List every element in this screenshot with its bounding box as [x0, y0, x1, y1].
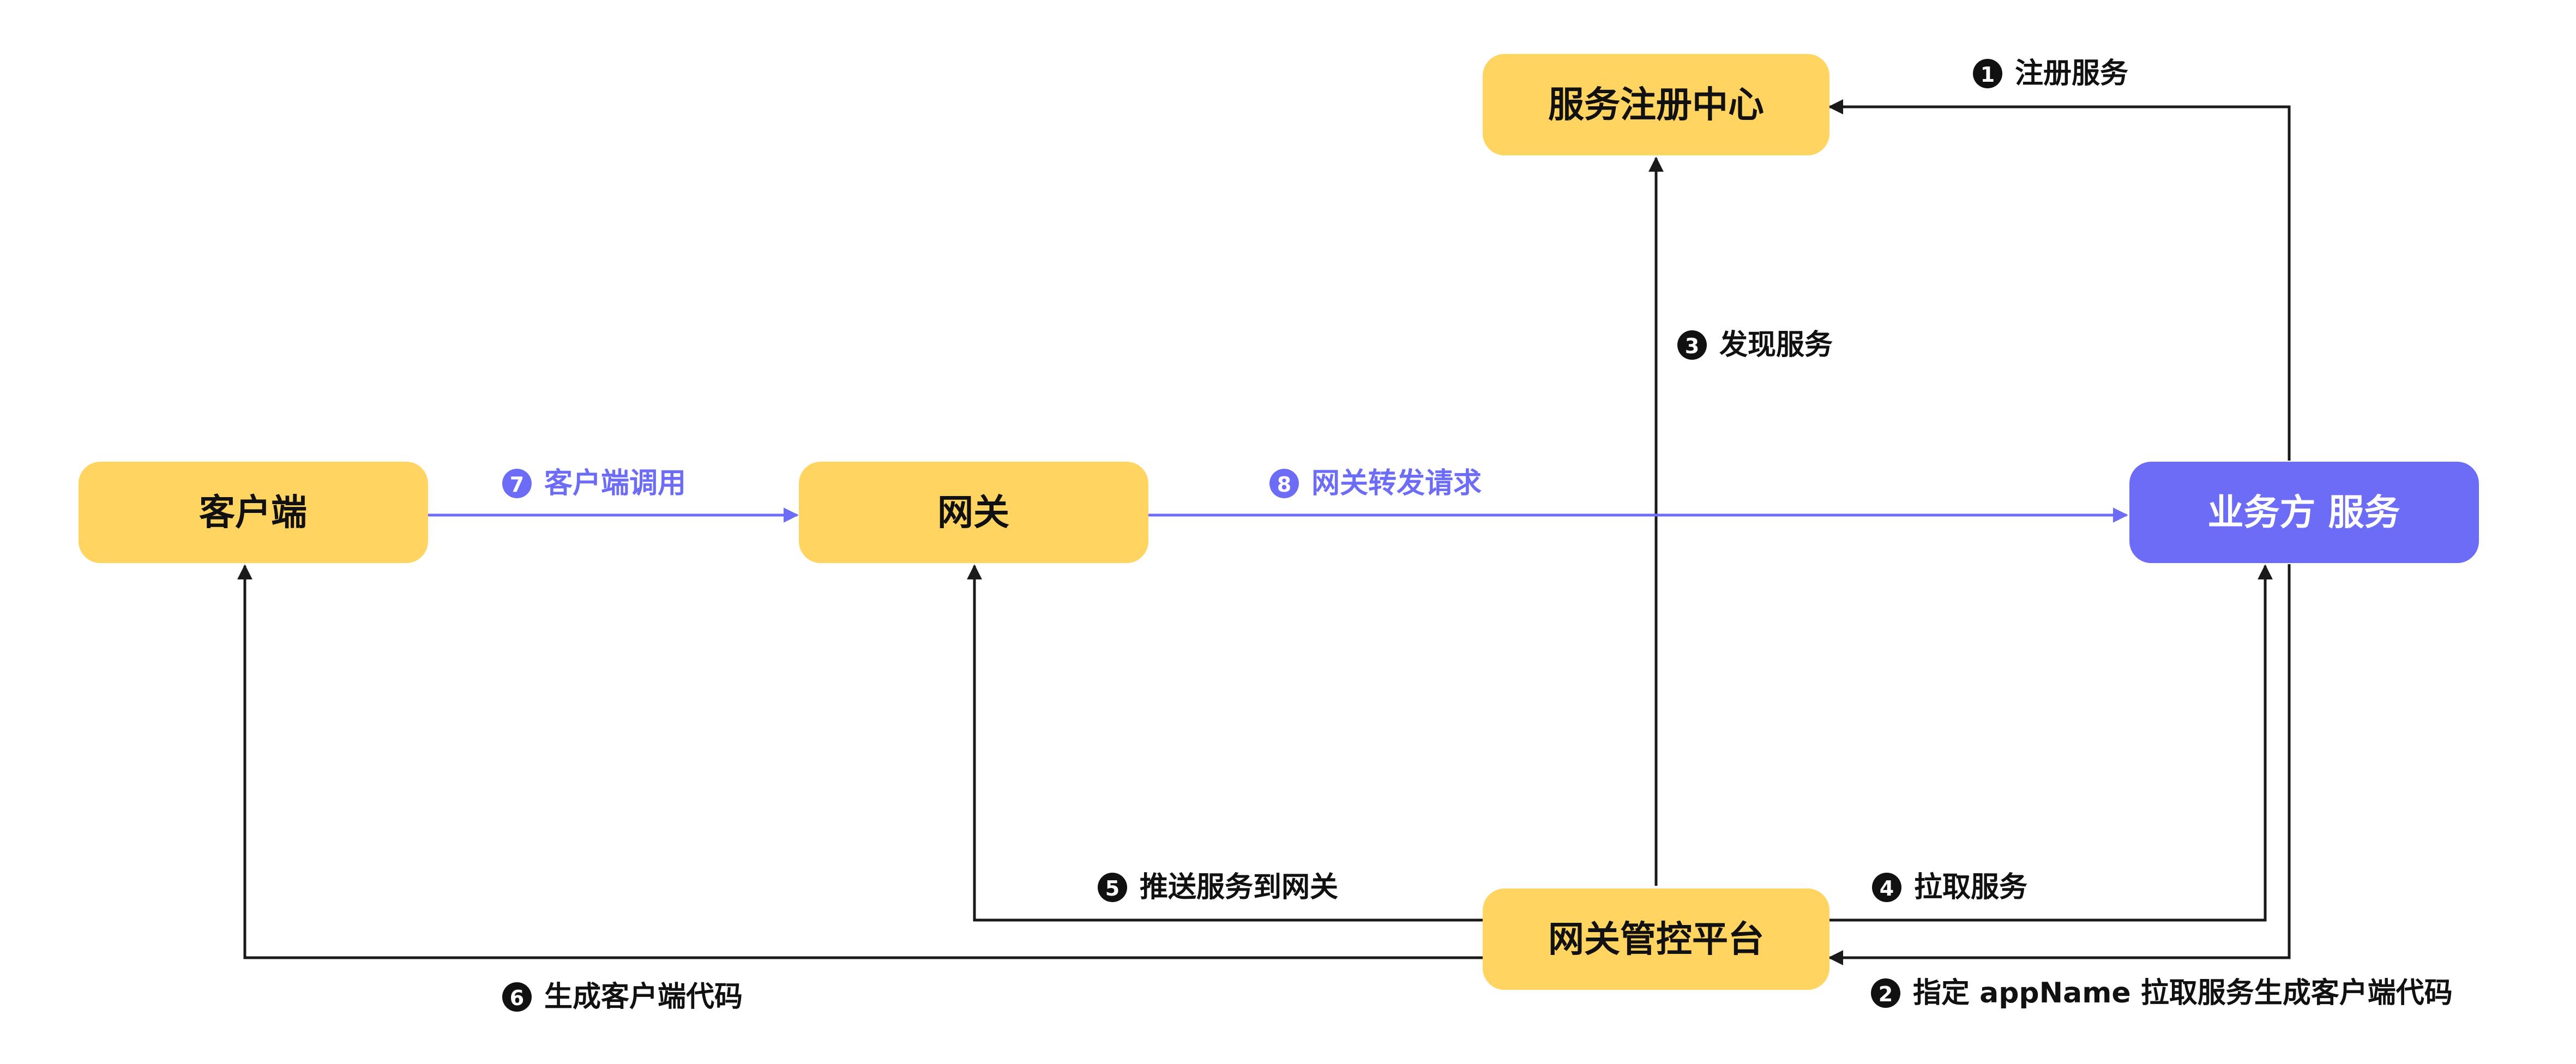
step-2-number: 2: [1879, 982, 1893, 1006]
step-4-label: 4 拉取服务: [1872, 871, 2027, 904]
step-7-label: 7 客户端调用: [502, 467, 686, 500]
edge-generate-client-code: [237, 564, 1483, 959]
step-5-number: 5: [1105, 876, 1120, 900]
step-1-text: 注册服务: [2015, 57, 2128, 90]
step-2-label: 2 指定 appName 拉取服务生成客户端代码: [1871, 977, 2453, 1009]
node-client: 客户端: [79, 462, 428, 563]
step-2-badge: [1871, 978, 1900, 1008]
step-3-number: 3: [1685, 334, 1699, 358]
step-3-label: 3 发现服务: [1677, 329, 1833, 361]
step-8-text: 网关转发请求: [1311, 467, 1482, 500]
step-5-label: 5 推送服务到网关: [1098, 871, 1338, 904]
step-4-badge: [1872, 873, 1901, 902]
node-platform: 网关管控平台: [1483, 888, 1829, 990]
step-6-badge: [502, 982, 532, 1012]
step-6-text: 生成客户端代码: [544, 981, 743, 1013]
step-1-number: 1: [1981, 63, 1995, 87]
step-6-number: 6: [510, 986, 524, 1010]
node-gateway: 网关: [799, 462, 1148, 563]
node-business-label: 业务方 服务: [2208, 492, 2400, 534]
edge-specify-appname: [1828, 564, 2291, 965]
step-5-text: 推送服务到网关: [1140, 871, 1338, 904]
step-7-text: 客户端调用: [544, 467, 686, 500]
node-registry: 服务注册中心: [1483, 54, 1829, 155]
step-4-number: 4: [1880, 876, 1894, 900]
step-3-badge: [1677, 330, 1707, 360]
step-8-label: 8 网关转发请求: [1269, 467, 1482, 500]
step-1-label: 1 注册服务: [1973, 57, 2128, 90]
edge-push-to-gateway: [967, 564, 1483, 922]
step-8-badge: [1269, 469, 1299, 498]
node-client-label: 客户端: [199, 492, 307, 534]
edge-register-service: [1828, 99, 2291, 461]
node-platform-label: 网关管控平台: [1548, 918, 1764, 960]
step-5-badge: [1098, 873, 1127, 902]
step-1-badge: [1973, 59, 2002, 88]
step-6-label: 6 生成客户端代码: [502, 981, 743, 1013]
node-business-service: 业务方 服务: [2129, 462, 2479, 563]
edge-pull-service: [1829, 564, 2273, 922]
step-3-text: 发现服务: [1719, 329, 1833, 361]
node-registry-label: 服务注册中心: [1548, 84, 1764, 126]
step-7-badge: [502, 469, 532, 498]
step-7-number: 7: [510, 473, 524, 497]
step-4-text: 拉取服务: [1914, 871, 2027, 904]
step-2-text: 指定 appName 拉取服务生成客户端代码: [1913, 977, 2453, 1009]
step-8-number: 8: [1277, 473, 1291, 497]
node-gateway-label: 网关: [937, 492, 1009, 534]
